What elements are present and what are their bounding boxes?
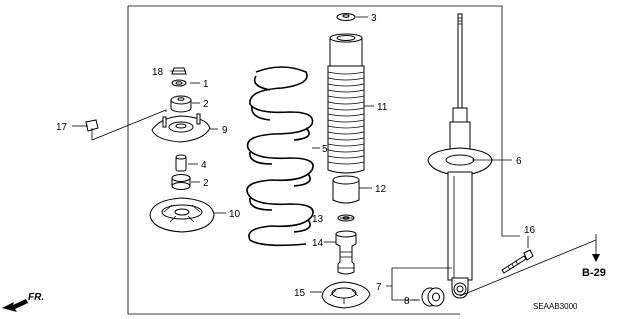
part-16-flange-bolt	[501, 249, 534, 274]
leader-lines	[72, 16, 529, 301]
callout-15: 15	[294, 288, 306, 299]
callout-12: 12	[375, 184, 387, 195]
callout-3: 3	[371, 13, 377, 24]
part-11-dust-cover	[327, 33, 365, 174]
callout-9: 9	[222, 125, 228, 136]
callout-18: 18	[152, 67, 164, 78]
part-17-flange-nut	[85, 109, 167, 141]
part-4-spacer	[175, 154, 187, 172]
callout-11: 11	[377, 102, 388, 113]
callout-2-upper: 2	[203, 99, 209, 110]
callout-13: 13	[312, 214, 324, 225]
callout-5: 5	[322, 144, 328, 155]
section-reference-label: B-29	[582, 267, 606, 279]
part-8-lower-bushing	[421, 287, 445, 307]
callout-10: 10	[229, 209, 241, 220]
part-15-lower-spring-seat	[321, 281, 371, 309]
callout-16: 16	[524, 225, 536, 236]
part-3-dust-cap	[336, 13, 356, 21]
callout-14: 14	[312, 238, 324, 249]
part-6-shock-absorber	[427, 13, 493, 299]
part-2-lower-bushing	[171, 174, 191, 190]
callout-4: 4	[201, 160, 207, 171]
part-10-upper-spring-seat	[149, 197, 215, 233]
part-5-coil-spring	[246, 66, 314, 247]
part-1-washer	[171, 79, 187, 87]
callout-8: 8	[404, 296, 410, 307]
part-14-stopper	[335, 230, 357, 275]
callout-17: 17	[56, 122, 68, 133]
callout-2-lower: 2	[203, 178, 209, 189]
section-reference-arrow	[459, 234, 600, 297]
diagram-frame	[127, 5, 520, 315]
front-direction-arrow-icon	[2, 299, 28, 312]
drawing-code: SEAAB3000	[533, 302, 578, 311]
part-12-bump-stop-rubber	[332, 175, 360, 204]
part-9-upper-mount-base	[151, 113, 211, 143]
callout-1: 1	[203, 79, 209, 90]
callout-6: 6	[516, 156, 522, 167]
front-direction-label: FR.	[28, 292, 44, 303]
part-2-upper-bushing	[170, 95, 192, 113]
callout-7: 7	[376, 282, 382, 293]
